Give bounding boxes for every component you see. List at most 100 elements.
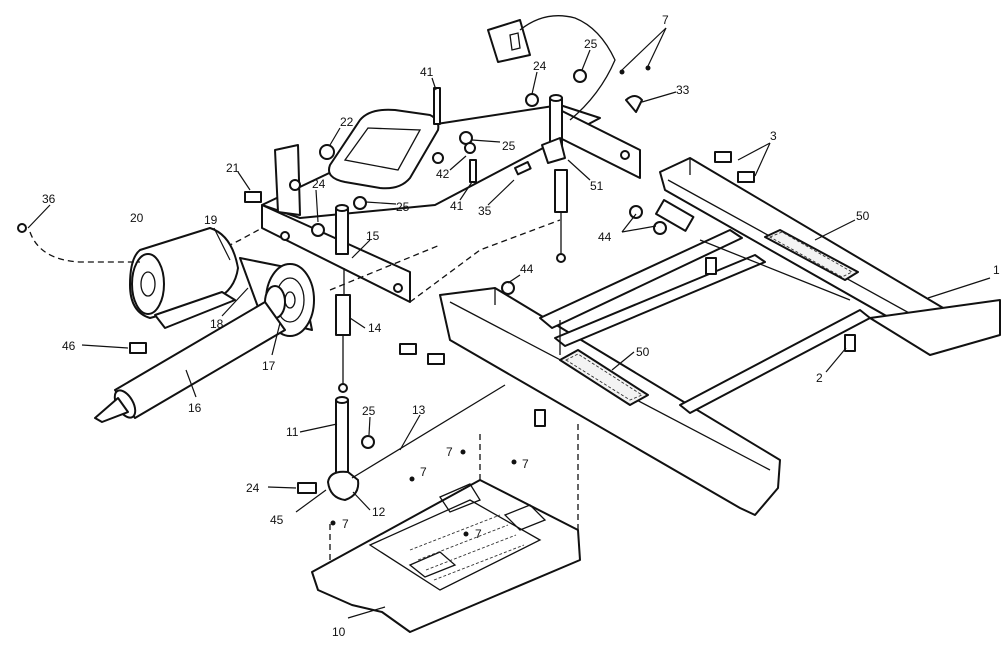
nut-42 xyxy=(464,142,476,154)
bolt-tray xyxy=(534,409,546,427)
leader-lines xyxy=(27,27,991,619)
callout-labels: 1 2 3 7 7 7 7 7 7 10 11 12 13 14 15 16 1… xyxy=(42,13,1000,639)
switch-bracket xyxy=(487,19,531,63)
bolt-3b xyxy=(737,171,755,183)
roller-shaft-tip xyxy=(94,397,129,423)
callout-2: 2 xyxy=(816,371,823,385)
callout-24: 24 xyxy=(533,59,547,73)
callout-44: 44 xyxy=(520,262,534,276)
tray-base xyxy=(311,479,581,633)
callout-42: 42 xyxy=(436,167,450,181)
callout-25: 25 xyxy=(396,200,410,214)
motor-end-cap xyxy=(131,253,165,315)
bolt-46 xyxy=(129,342,147,354)
callout-41: 41 xyxy=(450,199,464,213)
callout-7: 7 xyxy=(662,13,669,27)
callout-24: 24 xyxy=(246,481,260,495)
frame-rail-extension xyxy=(869,299,1001,356)
callout-21: 21 xyxy=(226,161,240,175)
frame-cross-member-rear xyxy=(679,309,871,414)
callout-44: 44 xyxy=(598,230,612,244)
wire-harness-upper xyxy=(519,15,616,121)
callout-25: 25 xyxy=(362,404,376,418)
callout-7: 7 xyxy=(446,445,453,459)
callout-7: 7 xyxy=(475,527,482,541)
wire-connector xyxy=(17,223,27,233)
callout-3: 3 xyxy=(770,129,777,143)
spring-left xyxy=(335,294,351,336)
bolt-frame-a xyxy=(399,343,417,355)
nut-25-tray xyxy=(361,435,375,449)
nut-25-lower xyxy=(353,196,367,210)
motor-mount-plate xyxy=(154,291,236,329)
callout-24: 24 xyxy=(312,177,326,191)
lever-post xyxy=(335,399,349,476)
callout-25: 25 xyxy=(502,139,516,153)
nut-44a xyxy=(629,205,643,219)
bolt-2 xyxy=(844,334,856,352)
nut-44c xyxy=(501,281,515,295)
callout-51: 51 xyxy=(590,179,604,193)
lever-clamp xyxy=(327,470,360,501)
washer xyxy=(432,152,444,164)
callout-7: 7 xyxy=(420,465,427,479)
callout-45: 45 xyxy=(270,513,284,527)
deck-bracket-assembly xyxy=(199,15,641,303)
callout-20: 20 xyxy=(130,211,144,225)
callout-25: 25 xyxy=(584,37,598,51)
frame-assembly xyxy=(439,157,1001,516)
callout-50: 50 xyxy=(636,345,650,359)
callout-12: 12 xyxy=(372,505,386,519)
block-51 xyxy=(541,137,566,164)
frame-cross-member-front xyxy=(539,229,743,329)
bolt-frame-c xyxy=(705,257,717,275)
callout-13: 13 xyxy=(412,403,426,417)
bracket-end-tab xyxy=(274,144,301,216)
motor-wire xyxy=(29,231,140,263)
decal-lower xyxy=(559,349,649,406)
decal-upper xyxy=(764,229,859,281)
callout-7: 7 xyxy=(522,457,529,471)
callout-14: 14 xyxy=(368,321,382,335)
tray-assembly xyxy=(311,384,581,633)
callout-50: 50 xyxy=(856,209,870,223)
callout-17: 17 xyxy=(262,359,276,373)
bracket-right-plate xyxy=(559,109,641,179)
callout-11: 11 xyxy=(286,425,299,439)
callout-16: 16 xyxy=(188,401,202,415)
nut-24-upper xyxy=(525,93,539,107)
callout-15: 15 xyxy=(366,229,380,243)
callout-18: 18 xyxy=(210,317,224,331)
nut-44b xyxy=(653,221,667,235)
callout-7: 7 xyxy=(342,517,349,531)
callout-19: 19 xyxy=(204,213,218,227)
cable xyxy=(351,384,506,479)
screw-35 xyxy=(514,161,532,176)
nut-24-mid xyxy=(311,223,325,237)
spring-right xyxy=(554,169,568,213)
lift-springs xyxy=(335,169,568,393)
nut-22 xyxy=(319,144,335,160)
callout-10: 10 xyxy=(332,625,346,639)
pulley-assembly xyxy=(239,257,315,337)
callout-36: 36 xyxy=(42,192,56,206)
pin-41-upper xyxy=(433,87,441,125)
callout-41: 41 xyxy=(420,65,434,79)
roller-assembly xyxy=(94,301,286,423)
motor-assembly xyxy=(17,223,239,329)
bolt-frame-b xyxy=(427,353,445,365)
callout-46: 46 xyxy=(62,339,76,353)
callout-33: 33 xyxy=(676,83,690,97)
callout-1: 1 xyxy=(993,263,1000,277)
pin-41-lower xyxy=(469,159,477,183)
callout-22: 22 xyxy=(340,115,354,129)
bracket-post-left xyxy=(335,207,349,255)
clip-33 xyxy=(625,95,643,113)
frame-bracket-lug xyxy=(655,198,695,232)
nut-25-top xyxy=(573,69,587,83)
bolt-24-lower xyxy=(297,482,317,494)
frame-cross-member-mid xyxy=(554,254,766,347)
bolt-21 xyxy=(244,191,262,203)
